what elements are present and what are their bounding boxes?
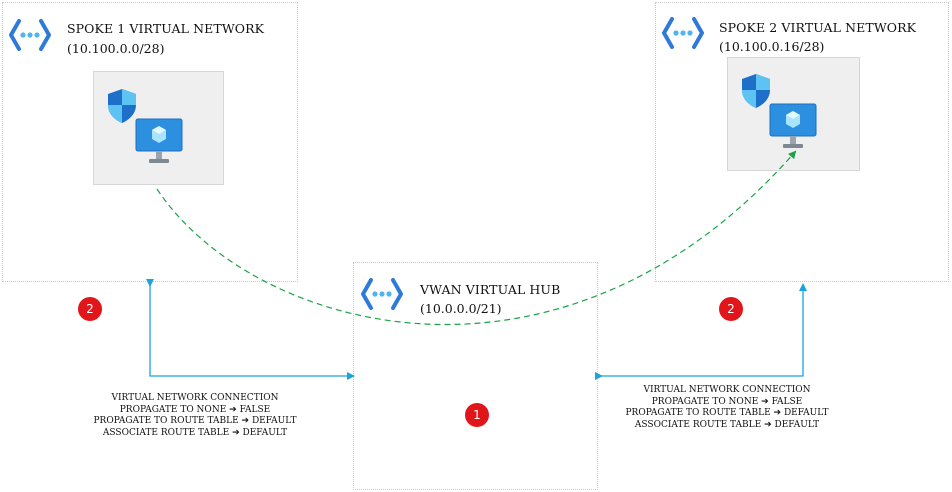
shield-icon — [742, 74, 770, 108]
associate-route-table-setting: ASSOCIATE ROUTE TABLE ➔ DEFAULT — [634, 419, 820, 430]
spoke2-vnet-box — [655, 2, 949, 282]
virtual-network-icon — [9, 19, 51, 51]
shield-icon — [108, 89, 136, 123]
connection-heading: VIRTUAL NETWORK CONNECTION — [111, 393, 279, 403]
propagate-route-table-setting: PROPAGATE TO ROUTE TABLE ➔ DEFAULT — [93, 416, 297, 427]
propagate-route-table-setting: PROPAGATE TO ROUTE TABLE ➔ DEFAULT — [625, 408, 829, 419]
spoke2-hub-connector — [595, 283, 807, 380]
spoke1-connection-settings: VIRTUAL NETWORK CONNECTION PROPAGATE TO … — [90, 393, 300, 439]
hub-cidr: (10.0.0.0/21) — [420, 301, 502, 316]
step-badge: 2 — [78, 297, 102, 321]
propagate-none-setting: PROPAGATE TO NONE ➔ FALSE — [119, 404, 271, 415]
spoke1-cidr: (10.100.0.0/28) — [67, 41, 165, 56]
spoke1-hub-connector — [146, 279, 355, 380]
propagate-none-setting: PROPAGATE TO NONE ➔ FALSE — [651, 396, 803, 407]
virtual-network-icon — [662, 17, 704, 49]
spoke-to-spoke-traffic-path — [156, 150, 797, 326]
spoke2-connection-settings: VIRTUAL NETWORK CONNECTION PROPAGATE TO … — [622, 385, 832, 431]
virtual-machine-icon — [135, 118, 183, 163]
associate-route-table-setting: ASSOCIATE ROUTE TABLE ➔ DEFAULT — [102, 427, 288, 438]
connection-heading: VIRTUAL NETWORK CONNECTION — [643, 385, 811, 395]
hub-title: VWAN VIRTUAL HUB — [420, 282, 561, 297]
step-badge: 1 — [465, 403, 489, 427]
virtual-network-icon — [361, 278, 403, 310]
spoke2-title: SPOKE 2 VIRTUAL NETWORK — [719, 20, 917, 35]
spoke1-title: SPOKE 1 VIRTUAL NETWORK — [67, 21, 265, 36]
virtual-machine-icon — [769, 103, 817, 148]
spoke2-cidr: (10.100.0.16/28) — [719, 39, 825, 54]
step-badge: 2 — [719, 297, 743, 321]
